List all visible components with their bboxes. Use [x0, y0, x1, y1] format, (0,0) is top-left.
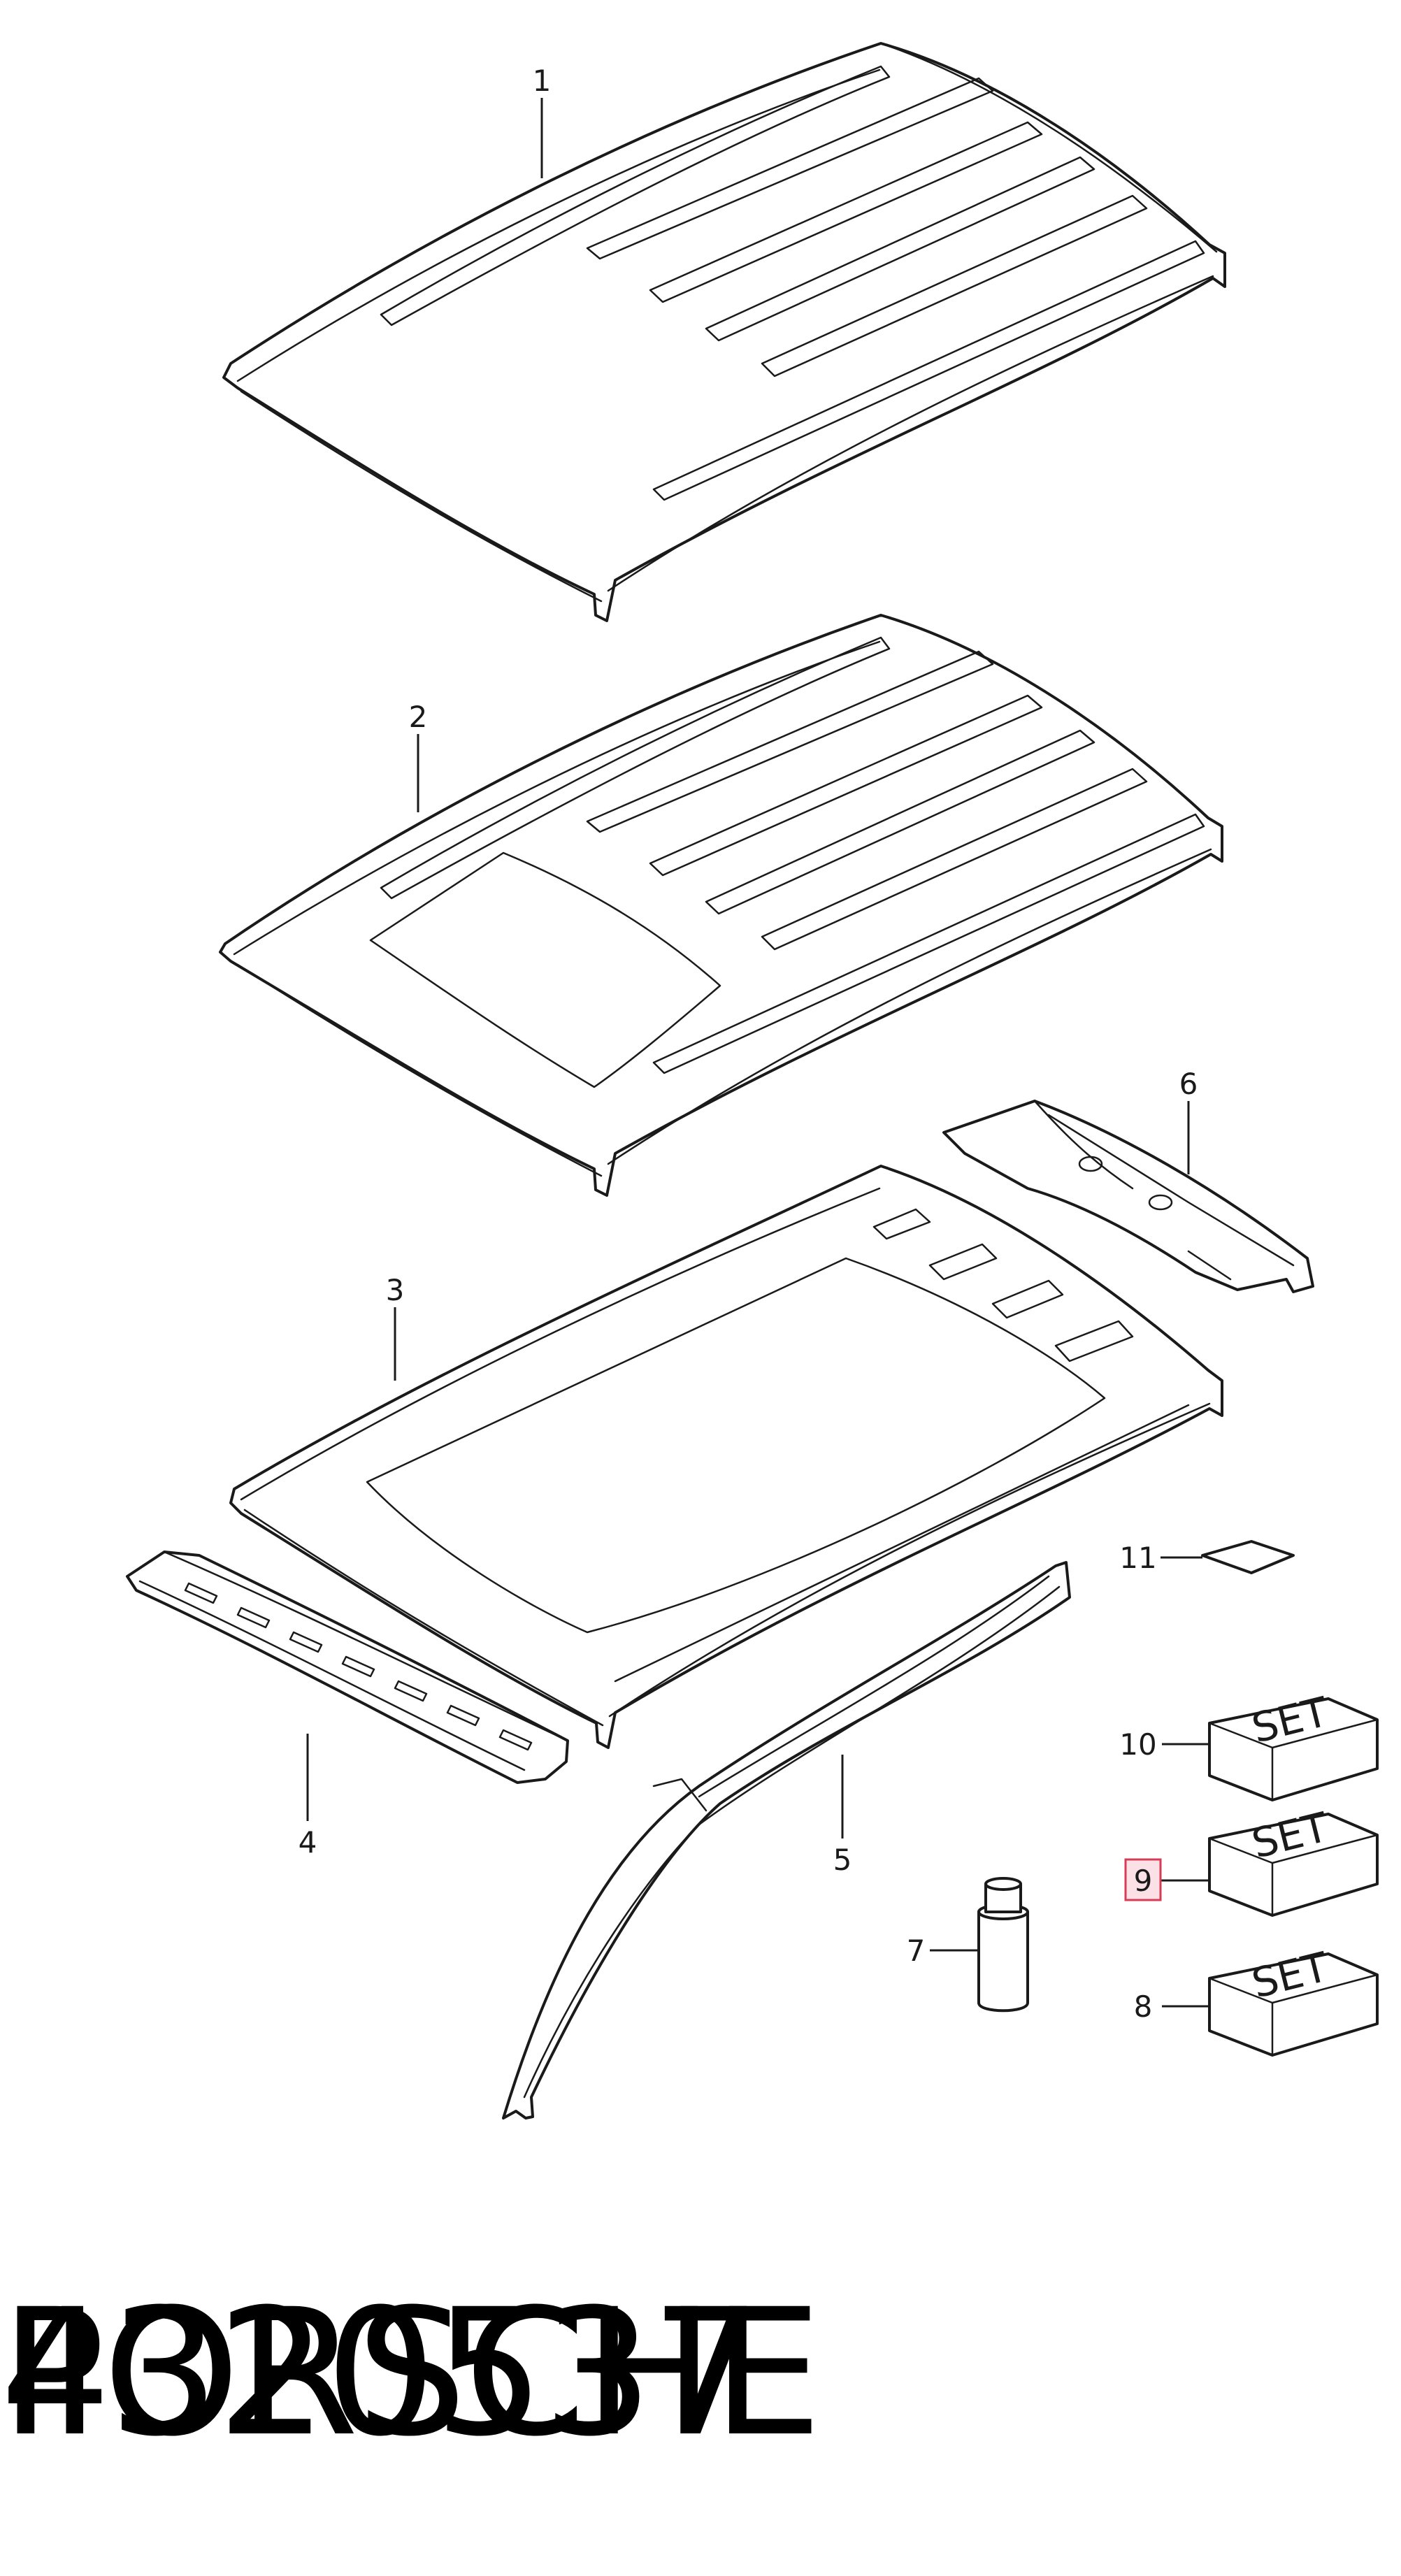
callout-labels: 1 2 3 4 5 6 7 8 9 10 11: [299, 64, 1198, 2024]
callout-7[interactable]: 7: [907, 1934, 926, 1968]
callout-6[interactable]: 6: [1179, 1067, 1198, 1101]
set-box-8[interactable]: SET: [1208, 1943, 1379, 2057]
part-number: 4320537: [0, 2271, 761, 2475]
part-3-roof-frame[interactable]: [229, 1165, 1223, 1749]
callout-2[interactable]: 2: [409, 700, 428, 734]
part-4-front-cross-member[interactable]: [126, 1550, 569, 1784]
callout-1[interactable]: 1: [533, 64, 552, 98]
callout-5[interactable]: 5: [833, 1843, 852, 1877]
part-6-rear-cross-member[interactable]: [942, 1100, 1314, 1293]
callout-9[interactable]: 9: [1134, 1864, 1153, 1898]
part-11-pad[interactable]: [1201, 1540, 1295, 1574]
leader-lines: [306, 98, 1209, 2008]
part-2-roof-panel-sunroof[interactable]: [219, 614, 1223, 1197]
callout-9-highlight: [1124, 1858, 1162, 1901]
callout-4[interactable]: 4: [299, 1825, 317, 1859]
part-7-adhesive-bottle[interactable]: [977, 1877, 1029, 2013]
callout-10[interactable]: 10: [1119, 1727, 1156, 1762]
brand-name: PORSCHE: [0, 2271, 822, 2475]
part-5-side-roof-rail[interactable]: [502, 1561, 1071, 2120]
callout-3[interactable]: 3: [386, 1273, 405, 1307]
callout-8[interactable]: 8: [1134, 1989, 1153, 2024]
callout-11[interactable]: 11: [1119, 1541, 1156, 1575]
set-box-9[interactable]: SET: [1208, 1803, 1379, 1917]
set-box-10[interactable]: SET: [1208, 1688, 1379, 1801]
part-1-roof-panel[interactable]: [222, 42, 1226, 622]
part-4-slots: [184, 1582, 533, 1751]
